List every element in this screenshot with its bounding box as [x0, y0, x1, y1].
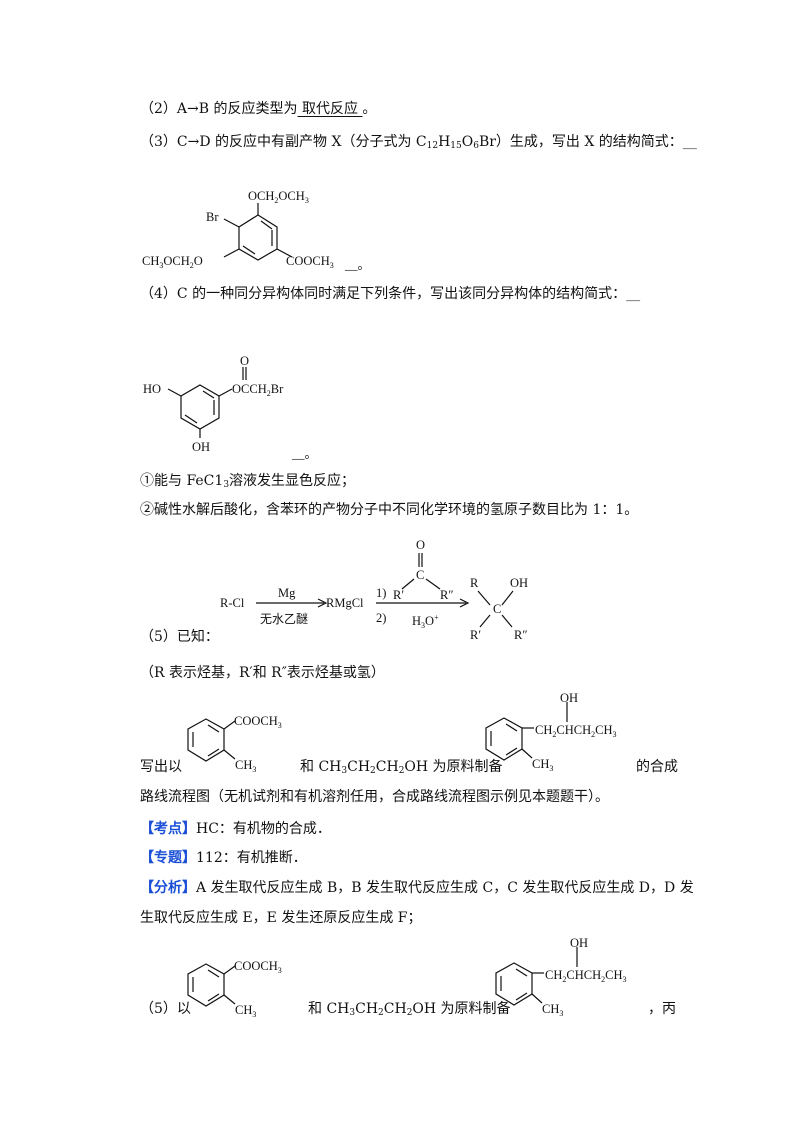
- h3o-plus: H3O+: [412, 613, 439, 630]
- q2-suffix: 。: [362, 101, 377, 117]
- group-chain: CH2CHCH2CH3: [535, 723, 616, 739]
- q4-line: （4）C 的一种同分异构体同时满足下列条件，写出该同分异构体的结构简式：__: [140, 286, 641, 302]
- reagent-mg: Mg: [278, 586, 296, 600]
- target-alcohol-structure-2: OH CH2CHCH2CH3 CH3: [495, 936, 626, 1018]
- fenxi-tag: 【分析】: [140, 880, 196, 896]
- group-oh: OH: [570, 936, 588, 950]
- kaodian-tag: 【考点】: [140, 821, 196, 837]
- solvent-ether: 无水乙醚: [260, 612, 308, 626]
- q3-line: （3）C→D 的反应中有副产物 X（分子式为 C12H15O6Br）生成，写出 …: [140, 134, 697, 151]
- group-ch3: CH3: [235, 1003, 256, 1019]
- group-och2och3: OCH2OCH3: [248, 189, 309, 205]
- q4-end: __。: [291, 447, 317, 460]
- group-br: Br: [206, 210, 219, 224]
- group-cooch3: COOCH3: [234, 959, 282, 975]
- carbonyl-o: O: [240, 355, 249, 368]
- prod-r: R: [470, 576, 479, 590]
- methyl-benzoate-structure-2: COOCH3 CH3: [187, 959, 282, 1019]
- group-ch3och2o: CH3OCH2O: [142, 254, 203, 270]
- prod-rp: R′: [470, 628, 481, 642]
- group-cooch3: COOCH3: [286, 254, 334, 270]
- q2-answer: 取代反应: [297, 101, 363, 117]
- cond-2: ②碱性水解后酸化，含苯环的产物分子中不同化学环境的氢原子数目比为 1：1。: [140, 502, 639, 518]
- kaodian-line: 【考点】HC：有机物的合成．: [140, 821, 331, 837]
- q2-line: （2）A→B 的反应类型为 取代反应 。: [140, 100, 376, 118]
- prod-oh: OH: [510, 576, 528, 590]
- group-ho: HO: [143, 382, 161, 396]
- q5-line1-b: 和 CH3CH2CH2OH 为原料制备: [300, 759, 503, 776]
- group-occh2br: OCCH2Br: [232, 382, 284, 398]
- zhuanti-line: 【专题】112：有机推断．: [140, 850, 307, 866]
- byproduct-x-structure: OCH2OCH3 Br CH3OCH2O COOCH3 __。: [142, 189, 370, 272]
- q5-label: （5）已知：: [140, 629, 219, 645]
- q5b-b: 和 CH3CH2CH2OH 为原料制备: [308, 1001, 511, 1018]
- group-chain: CH2CHCH2CH3: [545, 968, 626, 984]
- zhuanti-tag: 【专题】: [140, 850, 196, 866]
- step-1: 1): [376, 586, 386, 600]
- methyl-benzoate-structure: COOCH3 CH3: [187, 714, 282, 774]
- q3-end: __。: [344, 258, 370, 272]
- fenxi-line2: 生取代反应生成 E，E 发生还原反应生成 F；: [140, 910, 422, 926]
- group-ch3: CH3: [235, 758, 256, 774]
- r-cl: R-Cl: [220, 596, 245, 610]
- ketone-o: O: [416, 538, 425, 552]
- ketone-rp: R′: [393, 588, 404, 602]
- q5-line1-a: 写出以: [140, 759, 182, 775]
- q5b-c: ，丙: [648, 1001, 676, 1017]
- prod-c: C: [493, 602, 501, 616]
- q5b-a: （5）以: [140, 1001, 191, 1017]
- q5-line2: 路线流程图（无机试剂和有机溶剂任用，合成路线流程图示例见本题题干）。: [140, 789, 609, 805]
- q2-prefix: （2）A→B 的反应类型为: [140, 101, 298, 117]
- group-cooch3: COOCH3: [234, 714, 282, 730]
- group-ch3: CH3: [542, 1002, 563, 1018]
- target-alcohol-structure: OH CH2CHCH2CH3 CH3: [485, 691, 616, 773]
- group-ch3: CH3: [532, 757, 553, 773]
- prod-rpp: R″: [514, 628, 528, 642]
- group-oh: OH: [560, 691, 578, 705]
- q5-note: （R 表示烃基，R′和 R″表示烃基或氢）: [140, 665, 385, 681]
- rmgcl: RMgCl: [326, 596, 364, 610]
- fenxi-line: 【分析】A 发生取代反应生成 B，B 发生取代反应生成 C，C 发生取代反应生成…: [140, 880, 694, 896]
- q5-line1-c: 的合成: [636, 759, 678, 775]
- isomer-structure: O HO OCCH2Br OH __。: [143, 355, 317, 460]
- grignard-scheme: R-Cl Mg 无水乙醚 RMgCl 1) 2) O C R′ R″ H3O+ …: [220, 538, 528, 642]
- ketone-c: C: [416, 568, 424, 582]
- cond-1: ①能与 FeC13溶液发生显色反应；: [140, 473, 356, 490]
- step-2: 2): [376, 611, 386, 625]
- group-oh: OH: [192, 440, 210, 454]
- ketone-rpp: R″: [440, 588, 454, 602]
